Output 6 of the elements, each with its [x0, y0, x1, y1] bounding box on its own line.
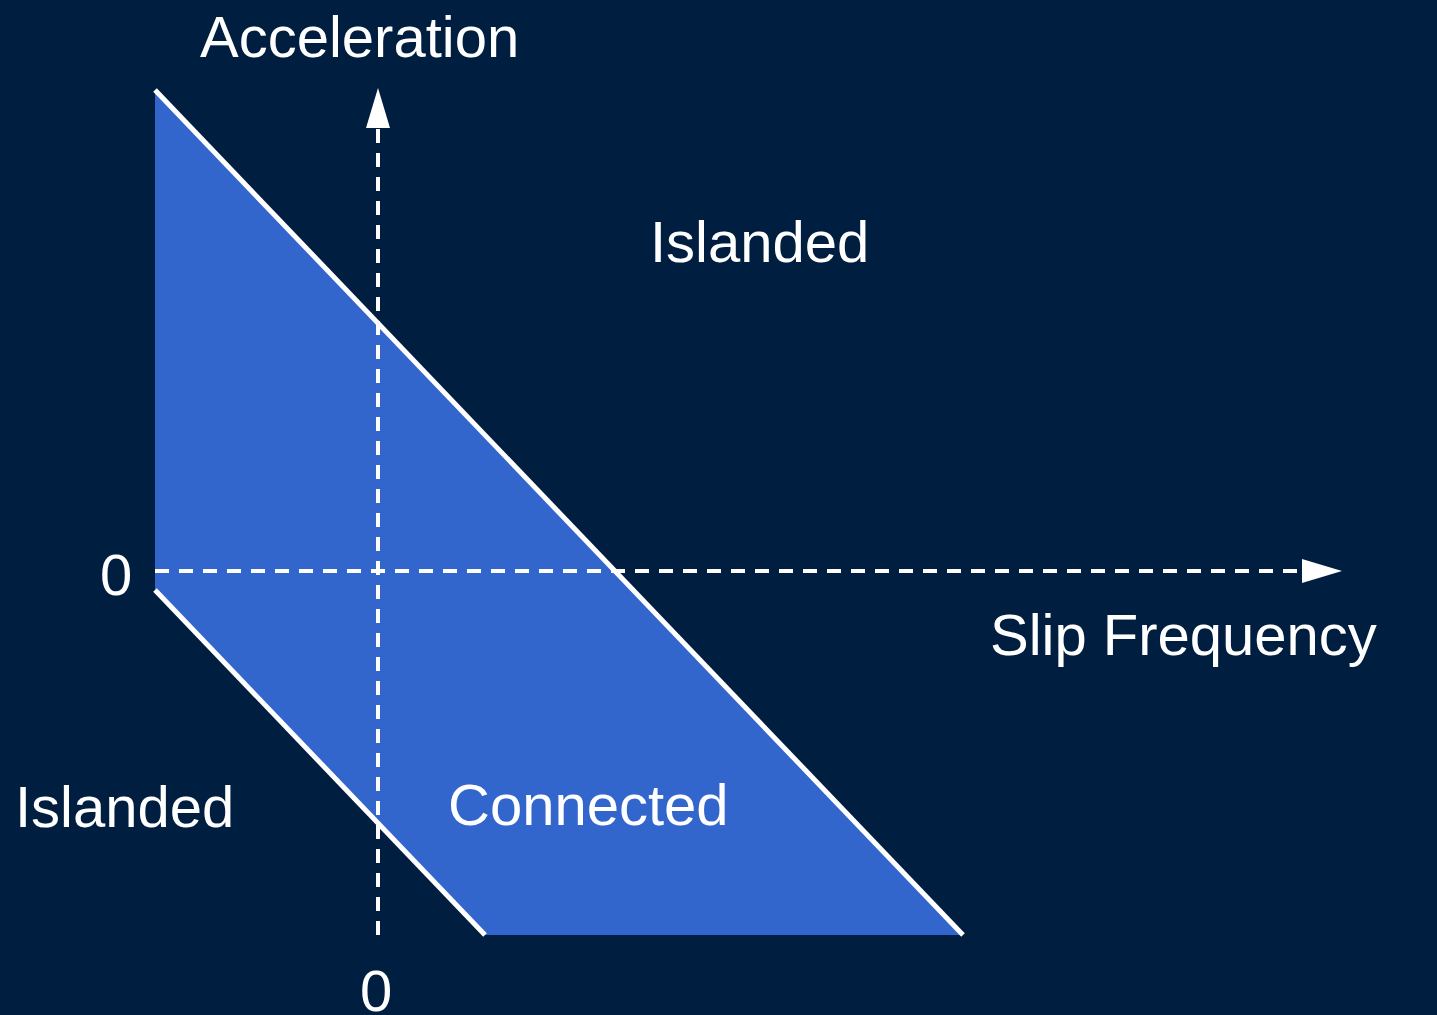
- tick-label: 0: [360, 962, 393, 1015]
- region-label: Connected: [448, 776, 729, 834]
- region-label: Islanded: [650, 213, 870, 271]
- axis-label: Acceleration: [200, 8, 520, 66]
- region-label: Islanded: [15, 778, 235, 836]
- tick-label: 0: [100, 546, 133, 604]
